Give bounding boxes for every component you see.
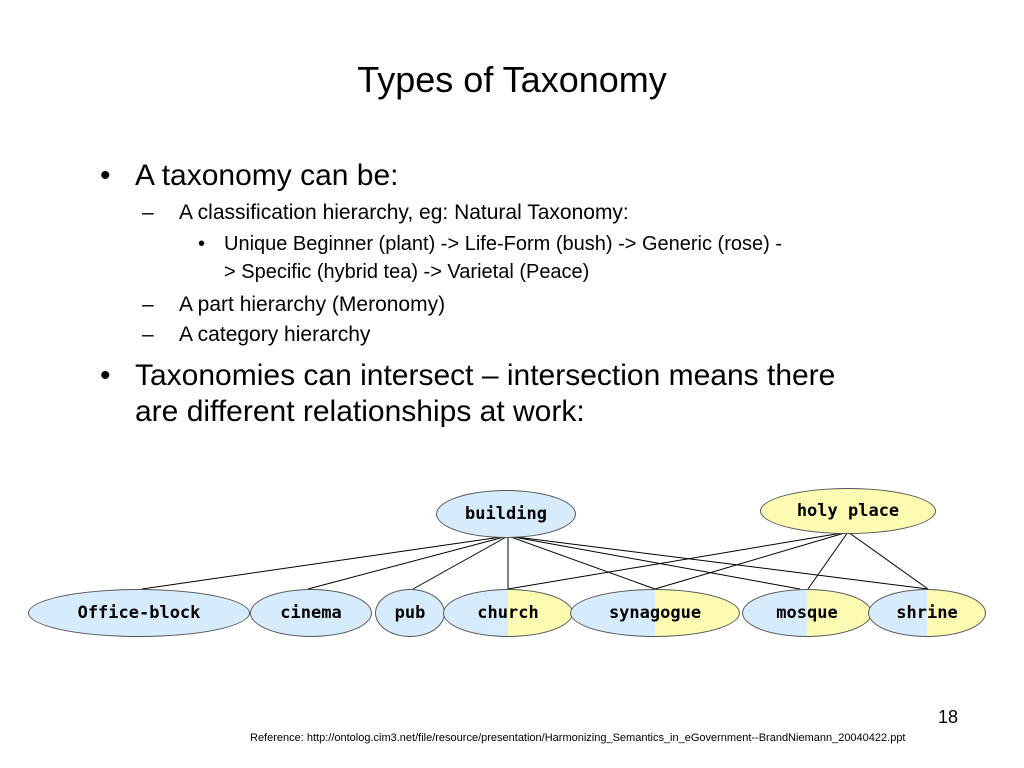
sub-bullet-text: A category hierarchy: [179, 323, 371, 346]
edge-holy-place-mosque: [807, 531, 849, 590]
bullet-marker: •: [100, 159, 111, 192]
edge-building-cinema: [307, 535, 509, 590]
edges-layer: [141, 531, 929, 590]
sub-bullet-item: – A part hierarchy (Meronomy): [100, 290, 960, 320]
bullet-text-line: Taxonomies can intersect – intersection …: [135, 359, 836, 392]
sub-sub-bullet-line: > Specific (hybrid tea) -> Varietal (Pea…: [224, 261, 590, 283]
edge-building-mosque: [507, 535, 801, 590]
dash-marker: –: [142, 323, 154, 346]
node-building: building: [436, 490, 576, 538]
node-church: church: [443, 589, 573, 637]
node-office-block: Office-block: [28, 589, 250, 637]
dash-marker: –: [142, 201, 154, 224]
edge-holy-place-church: [507, 531, 849, 590]
bullet-marker: •: [100, 359, 111, 392]
edge-holy-place-shrine: [847, 531, 929, 590]
slide-title: Types of Taxonomy: [357, 59, 667, 100]
edge-building-pub: [412, 535, 509, 590]
page-number: 18: [938, 707, 959, 727]
bullet-item: • A taxonomy can be:: [100, 158, 960, 194]
reference-text: Reference: http://ontolog.cim3.net/file/…: [250, 732, 906, 744]
node-shrine: shrine: [868, 589, 986, 637]
node-pub: pub: [375, 589, 445, 637]
node-mosque: mosque: [742, 589, 872, 637]
bullet-marker: •: [198, 233, 206, 255]
sub-bullet-item: – A category hierarchy: [100, 320, 960, 350]
edge-holy-place-synagogue: [654, 531, 849, 590]
sub-bullet-item: – A classification hierarchy, eg: Natura…: [100, 198, 960, 228]
bullet-text-line: are different relationships at work:: [135, 395, 585, 428]
bullet-list: • A taxonomy can be: – A classification …: [100, 158, 960, 434]
bullet-text: A taxonomy can be:: [135, 159, 399, 192]
node-synagogue: synagogue: [570, 589, 740, 637]
node-cinema: cinema: [250, 589, 372, 637]
dash-marker: –: [142, 293, 154, 316]
sub-bullet-text: A part hierarchy (Meronomy): [179, 293, 446, 316]
sub-sub-bullet-item: • Unique Beginner (plant) -> Life-Form (…: [100, 230, 960, 286]
edge-building-synagogue: [507, 535, 656, 590]
taxonomy-diagram: building holy place Office-block cinema …: [0, 480, 1024, 650]
edge-building-shrine: [507, 535, 929, 590]
node-holy-place: holy place: [760, 488, 936, 534]
bullet-item: • Taxonomies can intersect – intersectio…: [100, 358, 960, 430]
sub-bullet-text: A classification hierarchy, eg: Natural …: [179, 201, 629, 224]
sub-sub-bullet-line: Unique Beginner (plant) -> Life-Form (bu…: [224, 233, 782, 255]
edge-building-office-block: [141, 535, 509, 590]
